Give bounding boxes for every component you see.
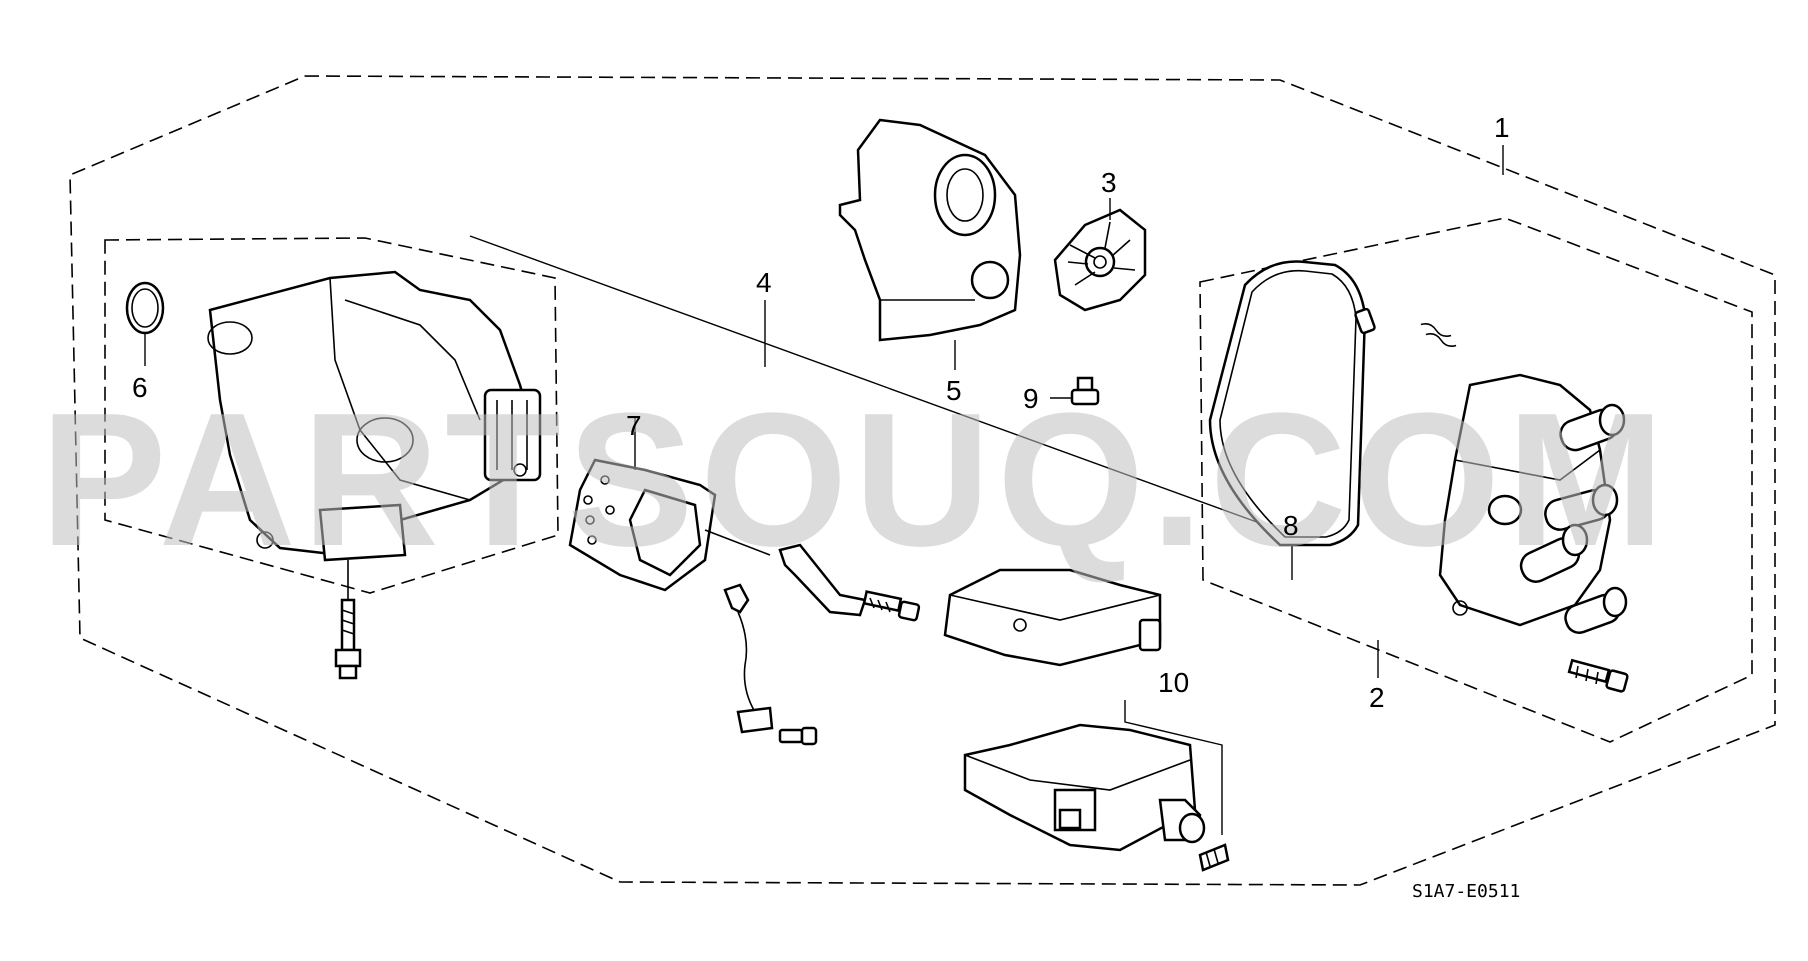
distributor-housing <box>207 270 542 562</box>
rotor-cover <box>838 118 1022 342</box>
assembly-boundary <box>69 75 1776 886</box>
housing-bolt <box>334 560 362 680</box>
callout-2: 2 <box>1369 682 1385 713</box>
drawing-code: S1A7-E0511 <box>1412 881 1520 902</box>
callout-4: 4 <box>756 267 772 298</box>
condenser-lead <box>723 583 818 746</box>
ignition-coil <box>963 723 1230 872</box>
callout-3: 3 <box>1101 167 1117 198</box>
watermark: PARTSOUQ.COM <box>40 374 1671 586</box>
leader-10 <box>1124 700 1223 835</box>
leader-line-4 <box>469 235 1321 546</box>
distributor-cap <box>1438 373 1628 634</box>
callout-5: 5 <box>946 375 962 406</box>
housing-group-box <box>104 237 559 594</box>
callout-10: 10 <box>1158 667 1189 698</box>
cap-pins <box>1354 307 1457 348</box>
ignition-module <box>568 458 771 592</box>
callout-8: 8 <box>1283 510 1299 541</box>
rotor-screw <box>1050 376 1100 406</box>
rotor <box>1053 208 1147 312</box>
cap-group-box <box>1199 217 1753 743</box>
cap-gasket <box>1208 260 1367 547</box>
callout-7: 7 <box>626 410 642 441</box>
callout-6: 6 <box>132 372 148 403</box>
cap-screw <box>1567 658 1629 693</box>
o-ring <box>125 281 165 335</box>
callout-9: 9 <box>1023 383 1039 414</box>
igniter-bracket <box>778 543 921 622</box>
cap-seal-plate <box>943 568 1162 667</box>
callout-1: 1 <box>1494 112 1510 143</box>
